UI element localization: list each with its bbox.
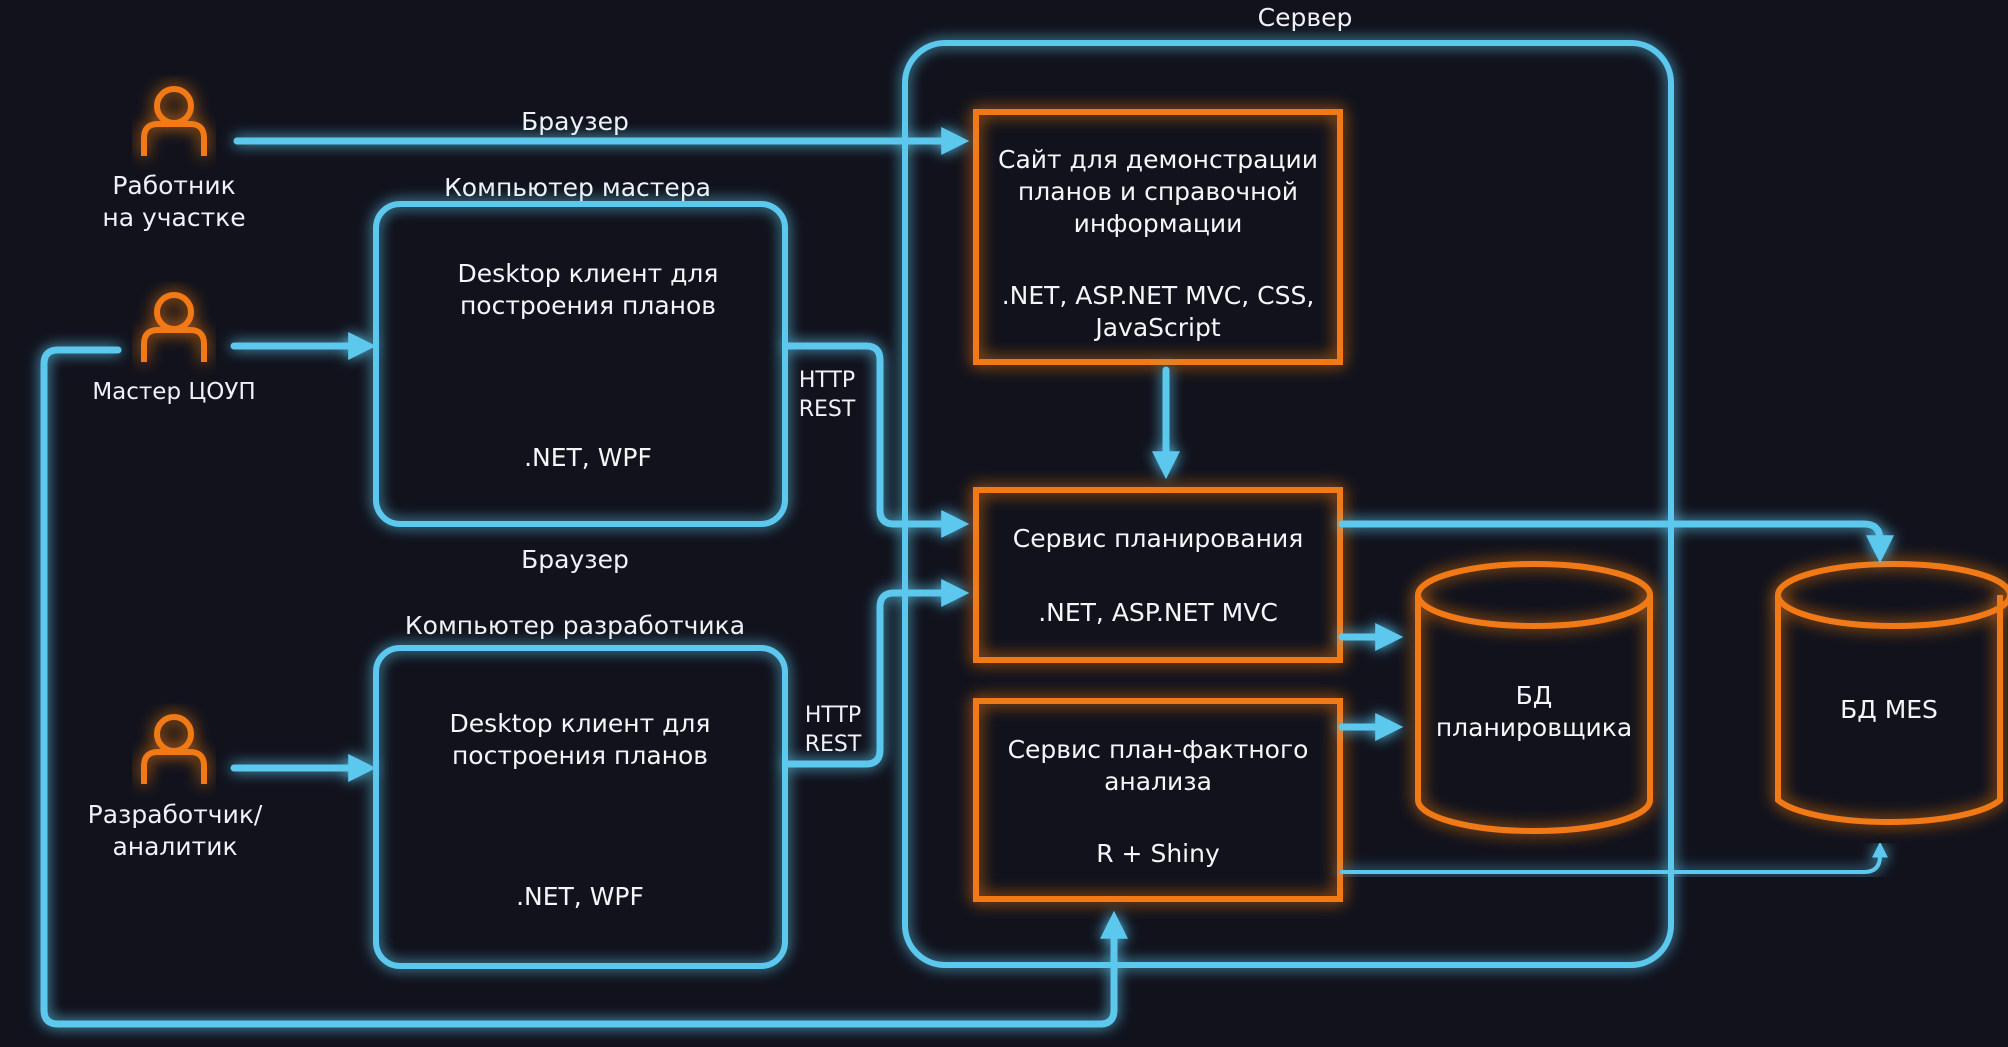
edge-dev-client-to-planning (783, 579, 970, 768)
user-icon (141, 86, 207, 156)
user-icon (141, 292, 207, 362)
site-tech: .NET, ASP.NET MVC, CSS, JavaScript (1001, 281, 1315, 342)
mes-db-label: БД MES (1840, 695, 1938, 724)
edge-label-browser-mid: Браузер (521, 545, 629, 574)
site-service-box (973, 109, 1343, 365)
edge-label-http-master: HTTP REST (798, 368, 856, 422)
master-pc-title: Компьютер мастера (444, 173, 711, 202)
planning-tech: .NET, ASP.NET MVC (1038, 598, 1278, 627)
planning-title: Сервис планирования (1012, 524, 1304, 553)
planner-db-cylinder (1415, 561, 1653, 834)
dev-client-content: Desktop клиент для построения планов (449, 709, 711, 770)
edge-analysis-to-mes-db (1340, 841, 1888, 874)
mes-db-cylinder (1775, 561, 2008, 825)
server-container (902, 40, 1674, 968)
dev-pc-container (373, 645, 788, 969)
master-pc-container (373, 201, 788, 527)
edge-label-browser-top: Браузер (521, 107, 629, 136)
analysis-title: Сервис план-фактного анализа (1007, 735, 1309, 796)
site-title: Сайт для демонстрации планов и справочно… (998, 145, 1318, 238)
dev-client-tech: .NET, WPF (516, 882, 644, 911)
edge-master-client-to-planning (783, 342, 970, 538)
edge-planning-to-mes-db (1338, 520, 1894, 564)
dev-pc-title: Компьютер разработчика (404, 611, 746, 640)
edge-label-http-dev: HTTP REST (804, 703, 862, 757)
edge-master-to-analysis (40, 346, 1128, 1028)
analysis-tech: R + Shiny (1096, 839, 1220, 868)
actor-label-developer: Разработчик/ аналитик (87, 800, 263, 861)
user-icon (141, 714, 207, 784)
master-client-tech: .NET, WPF (524, 443, 652, 472)
actor-label-master: Мастер ЦОУП (92, 379, 256, 405)
planning-service-box (973, 487, 1343, 663)
actor-label-worker: Работник на участке (102, 171, 246, 232)
master-client-content: Desktop клиент для построения планов (457, 259, 719, 320)
server-title: Сервер (1257, 3, 1353, 32)
planner-db-label: БД планировщика (1435, 681, 1633, 742)
analysis-service-box (973, 698, 1343, 902)
